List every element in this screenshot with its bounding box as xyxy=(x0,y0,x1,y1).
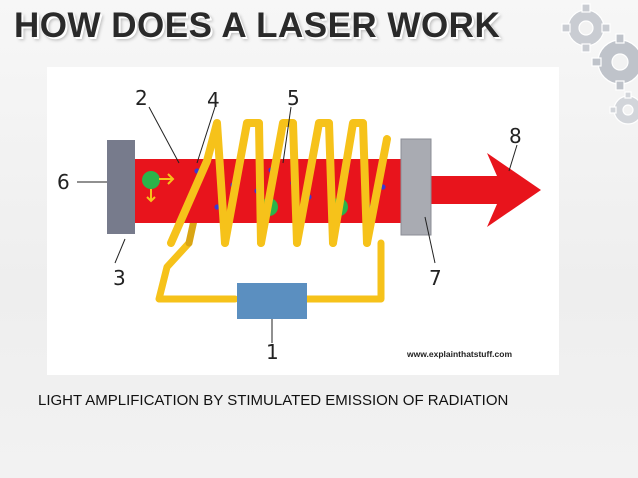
power-supply xyxy=(237,283,307,319)
wire-left xyxy=(155,239,239,303)
partial-mirror xyxy=(400,138,432,236)
label-2: 2 xyxy=(135,86,148,110)
slide-subtitle: LIGHT AMPLIFICATION BY STIMULATED EMISSI… xyxy=(38,392,509,409)
laser-diagram: 1 2 3 4 5 6 7 8 www.explainthatstuff.com xyxy=(47,67,559,375)
label-6: 6 xyxy=(57,170,70,194)
leader-lines xyxy=(77,106,518,343)
output-beam-arrow xyxy=(423,153,541,227)
slide-title: HOW DOES A LASER WORK xyxy=(14,6,501,45)
label-3: 3 xyxy=(113,266,126,290)
source-credit: www.explainthatstuff.com xyxy=(406,349,512,359)
gear-icon xyxy=(591,33,638,91)
wire-right xyxy=(303,239,385,303)
label-8: 8 xyxy=(509,124,522,148)
gear-icon xyxy=(561,3,611,53)
label-4: 4 xyxy=(207,88,220,112)
label-7: 7 xyxy=(429,266,442,290)
coil-front xyxy=(167,119,391,247)
photon-arrows xyxy=(146,173,175,203)
gear-icon xyxy=(609,91,638,125)
label-1: 1 xyxy=(266,340,279,364)
atom xyxy=(142,171,160,189)
full-mirror xyxy=(107,140,135,234)
gear-decoration xyxy=(561,3,638,125)
label-5: 5 xyxy=(287,86,300,110)
